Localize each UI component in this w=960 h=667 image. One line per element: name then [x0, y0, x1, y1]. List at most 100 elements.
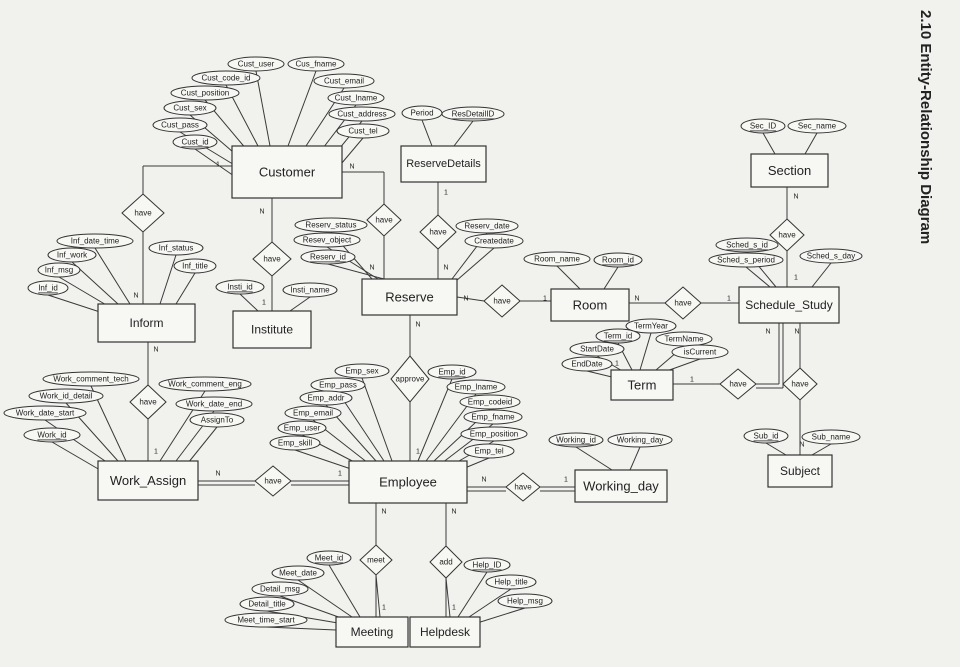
attribute-ellipse	[3, 405, 87, 421]
attribute-emp-skill: Emp_skill	[269, 435, 321, 451]
attribute-label: Sched_s_period	[717, 256, 775, 265]
relationship-r-reservedetails-reserve: have	[419, 214, 457, 250]
attribute-ellipse	[300, 249, 356, 265]
attribute-ellipse	[740, 118, 786, 134]
cardinality-label: N	[765, 329, 770, 336]
attribute-ellipse	[801, 429, 861, 445]
cardinality-label: 1	[564, 477, 568, 484]
attribute-emp-email: Emp_email	[284, 405, 342, 421]
attribute-label: Cust_lname	[335, 94, 378, 103]
attribute-connector	[453, 120, 474, 147]
attribute-label: Sched_s_day	[807, 252, 855, 261]
attribute-label: Inf_msg	[45, 266, 73, 275]
attribute-label: Emp_pass	[319, 381, 357, 390]
attribute-emp-lname: Emp_lname	[446, 379, 506, 395]
attribute-reserv-date: Reserv_date	[455, 218, 519, 234]
attribute-label: Working_day	[617, 436, 664, 445]
entity-term: Term	[610, 369, 674, 401]
cardinality-label: N	[463, 296, 468, 303]
attribute-connector	[421, 119, 433, 147]
attribute-ellipse	[625, 318, 677, 334]
relationship-diamond	[505, 472, 541, 502]
attribute-ellipse	[460, 426, 528, 442]
entity-box	[97, 460, 199, 501]
entity-label: Customer	[259, 165, 316, 180]
attribute-label: Sec_ID	[750, 122, 776, 131]
attribute-ellipse	[463, 557, 511, 573]
attribute-insti-name: Insti_name	[282, 282, 338, 298]
attribute-connector	[455, 247, 495, 282]
attribute-label: Inf_status	[159, 244, 194, 253]
attribute-ellipse	[152, 117, 208, 133]
attribute-ellipse	[293, 232, 361, 248]
attribute-work-date-end: Work_date_end	[175, 396, 253, 412]
attribute-ellipse	[28, 388, 104, 404]
attribute-ellipse	[277, 420, 327, 436]
attribute-room-id: Room_id	[593, 252, 643, 268]
attribute-label: Createdate	[474, 237, 514, 246]
relationship-label: have	[674, 299, 692, 308]
cardinality-label: N	[451, 509, 456, 516]
cardinality-label: N	[381, 509, 386, 516]
attribute-label: Emp_skill	[278, 439, 312, 448]
attribute-ellipse	[464, 233, 524, 249]
attribute-label: Emp_codeid	[468, 398, 512, 407]
attribute-ellipse	[463, 409, 523, 425]
relationship-label: have	[139, 398, 157, 407]
attribute-ellipse	[336, 123, 390, 139]
attribute-connector	[337, 391, 385, 462]
attribute-connector	[465, 588, 512, 620]
entity-working-day: Working_day	[574, 469, 668, 503]
cardinality-label: N	[415, 322, 420, 329]
cardinality-label: 1	[416, 449, 420, 456]
attribute-label: Cust_position	[181, 89, 229, 98]
attribute-cust-id: Cust_id	[172, 134, 218, 150]
attribute-sched-s-period: Sched_s_period	[708, 252, 784, 268]
attribute-cust-sex: Cust_sex	[163, 100, 217, 116]
attribute-ellipse	[173, 258, 217, 274]
attribute-connector	[361, 377, 393, 462]
attribute-sub-id: Sub_id	[743, 428, 789, 444]
attribute-termname: TermName	[655, 331, 713, 347]
attribute-label: Inf_title	[182, 262, 208, 271]
attribute-label: Emp_addr	[308, 394, 345, 403]
attribute-label: Term_id	[604, 332, 632, 341]
attribute-connector	[745, 266, 771, 288]
attribute-ellipse	[607, 432, 673, 448]
attribute-cust-code-id: Cust_code_id	[191, 70, 261, 86]
cardinality-label: 1	[262, 300, 266, 307]
attribute-ellipse	[175, 396, 253, 412]
attribute-ellipse	[299, 390, 353, 406]
cardinality-label: N	[133, 293, 138, 300]
attribute-insti-id: Insti_id	[215, 279, 265, 295]
entity-box	[738, 286, 840, 324]
attribute-ellipse	[215, 279, 265, 295]
attribute-connector	[47, 294, 101, 313]
attribute-emp-user: Emp_user	[277, 420, 327, 436]
attribute-ellipse	[463, 443, 515, 459]
attribute-ellipse	[441, 106, 505, 122]
attribute-connector	[159, 254, 177, 305]
attribute-connector	[58, 276, 109, 307]
entity-subject: Subject	[767, 454, 833, 488]
relationship-label: approve	[396, 375, 425, 384]
attribute-assignto: AssignTo	[189, 412, 245, 428]
attribute-ellipse	[251, 581, 309, 597]
attribute-startdate: StartDate	[569, 341, 625, 357]
attribute-connector	[187, 426, 218, 464]
attribute-ellipse	[497, 593, 553, 609]
attribute-termyear: TermYear	[625, 318, 677, 334]
attribute-cust-tel: Cust_tel	[336, 123, 390, 139]
attribute-label: Work_comment_eng	[168, 380, 242, 389]
attribute-label: EndDate	[571, 360, 603, 369]
relationship-label: have	[729, 380, 747, 389]
cardinality-label: N	[369, 265, 374, 272]
attribute-ellipse	[569, 341, 625, 357]
attribute-connector	[328, 564, 361, 618]
attribute-label: Inf_id	[38, 284, 58, 293]
attribute-label: AssignTo	[201, 416, 234, 425]
attribute-ellipse	[56, 233, 134, 249]
relationship-label: have	[263, 255, 281, 264]
attribute-label: Cust_pass	[161, 121, 199, 130]
relationship-r-workassign-employee: have	[254, 465, 292, 497]
